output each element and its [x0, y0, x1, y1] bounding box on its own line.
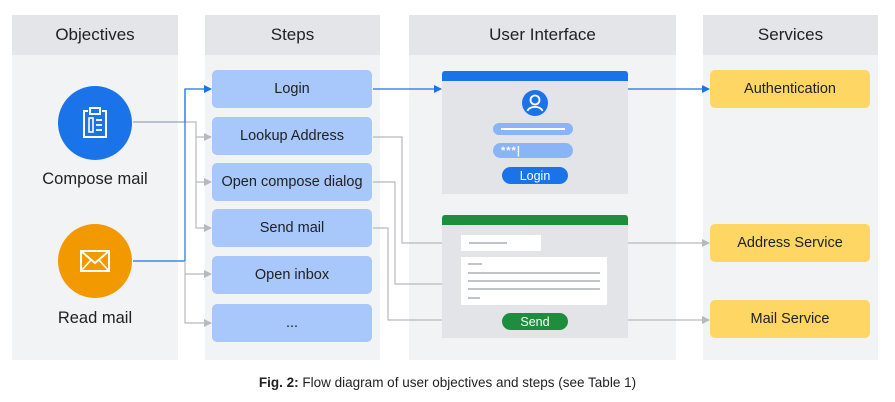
compose-mail-objective — [58, 86, 132, 160]
ui-header: User Interface — [409, 15, 676, 55]
message-line — [468, 272, 600, 274]
step-login: Login — [212, 70, 372, 108]
password-field: ***| — [493, 143, 573, 158]
compose-screen-header-bar — [442, 215, 628, 225]
username-field — [493, 123, 573, 135]
read-mail-label: Read mail — [57, 309, 133, 327]
user-avatar-icon — [522, 90, 548, 116]
step-open-compose-dialog: Open compose dialog — [212, 163, 372, 201]
steps-header: Steps — [205, 15, 380, 55]
compose-screen-mockup: Send — [442, 215, 628, 338]
message-line — [468, 280, 600, 282]
message-body-field — [461, 257, 607, 305]
objectives-header: Objectives — [12, 15, 178, 55]
service-address: Address Service — [710, 224, 870, 262]
login-screen-mockup: ***| Login — [442, 71, 628, 194]
service-authentication: Authentication — [710, 70, 870, 108]
recipient-field — [461, 235, 541, 251]
username-field-line — [501, 128, 565, 130]
caption-label: Fig. 2: — [258, 375, 299, 390]
send-button: Send — [502, 313, 568, 330]
step-lookup-address: Lookup Address — [212, 117, 372, 155]
login-button: Login — [502, 167, 568, 184]
compose-to-send-connector — [195, 182, 212, 232]
read-to-inbox-connector — [184, 261, 212, 278]
service-mail: Mail Service — [710, 300, 870, 338]
login-screen-header-bar — [442, 71, 628, 81]
compose-to-login-connector — [133, 85, 212, 123]
step-open-inbox: Open inbox — [212, 256, 372, 294]
services-header: Services — [703, 15, 878, 55]
objectives-column: Objectives — [12, 15, 178, 360]
caption-text: Flow diagram of user objectives and step… — [298, 375, 637, 390]
envelope-icon — [80, 250, 110, 272]
message-line — [468, 263, 482, 265]
open-dialog-to-ui-connector — [373, 181, 462, 288]
recipient-field-line — [469, 242, 507, 244]
clipboard-icon — [83, 107, 107, 138]
figure-caption: Fig. 2: Flow diagram of user objectives … — [0, 375, 895, 390]
compose-to-open-dialog-connector — [195, 137, 212, 186]
message-line — [468, 297, 480, 299]
read-mail-objective — [58, 224, 132, 298]
compose-to-lookup-connector — [133, 121, 212, 141]
step-more: ... — [212, 304, 372, 342]
read-to-more-connector — [184, 274, 212, 327]
step-send-mail: Send mail — [212, 209, 372, 247]
message-line — [468, 288, 600, 290]
compose-mail-label: Compose mail — [42, 170, 148, 188]
